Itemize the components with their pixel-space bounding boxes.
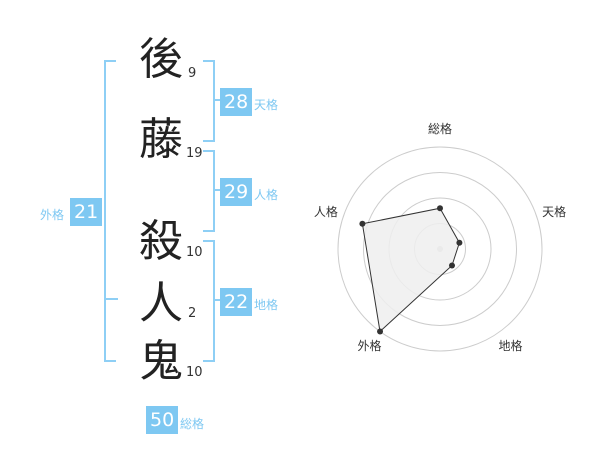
chikaku-tick — [214, 299, 220, 301]
axis-label-3: 地格 — [499, 338, 523, 353]
chikaku-label: 地格 — [254, 298, 279, 312]
stroke-count-5: 10 — [186, 365, 203, 380]
grid-ring-4 — [337, 146, 543, 352]
name-char-1: 後 — [139, 34, 183, 85]
data-point-1 — [437, 205, 443, 212]
gaikaku-mid-tick — [106, 298, 118, 300]
data-point-3 — [448, 262, 455, 269]
name-char-4: 人 — [139, 278, 183, 329]
jinkaku-bracket — [203, 150, 215, 232]
jinkaku-value: 29 — [220, 178, 253, 206]
tenkaku-bracket — [203, 60, 215, 142]
data-point-4 — [377, 328, 384, 335]
gaikaku-label: 外格 — [40, 208, 65, 222]
name-char-5: 鬼 — [139, 336, 183, 387]
data-point-2 — [456, 239, 463, 246]
grid-ring-3 — [363, 172, 517, 326]
axis-label-1: 総格 — [428, 121, 452, 136]
data-point-5 — [359, 220, 366, 227]
chikaku-bracket — [203, 240, 215, 362]
gaikaku-value: 21 — [70, 198, 103, 226]
name-char-2: 藤 — [139, 114, 183, 165]
jinkaku-label: 人格 — [254, 188, 279, 202]
stroke-count-1: 9 — [188, 66, 197, 81]
tenkaku-tick — [214, 99, 220, 101]
soukaku-value: 50 — [146, 406, 179, 434]
axis-label-2: 天格 — [542, 204, 566, 219]
chikaku-value: 22 — [220, 288, 253, 316]
axis-label-5: 人格 — [314, 204, 338, 219]
stroke-count-3: 10 — [186, 245, 203, 260]
soukaku-label: 総格 — [180, 417, 205, 431]
radar-polygon — [361, 207, 460, 333]
jinkaku-tick — [214, 189, 220, 191]
stroke-count-4: 2 — [188, 306, 197, 321]
stroke-count-2: 19 — [186, 146, 203, 161]
tenkaku-label: 天格 — [254, 98, 279, 112]
tenkaku-value: 28 — [220, 88, 253, 116]
axis-label-4: 外格 — [357, 338, 381, 353]
gaikaku-bracket — [104, 60, 116, 362]
name-char-3: 殺 — [139, 216, 183, 267]
